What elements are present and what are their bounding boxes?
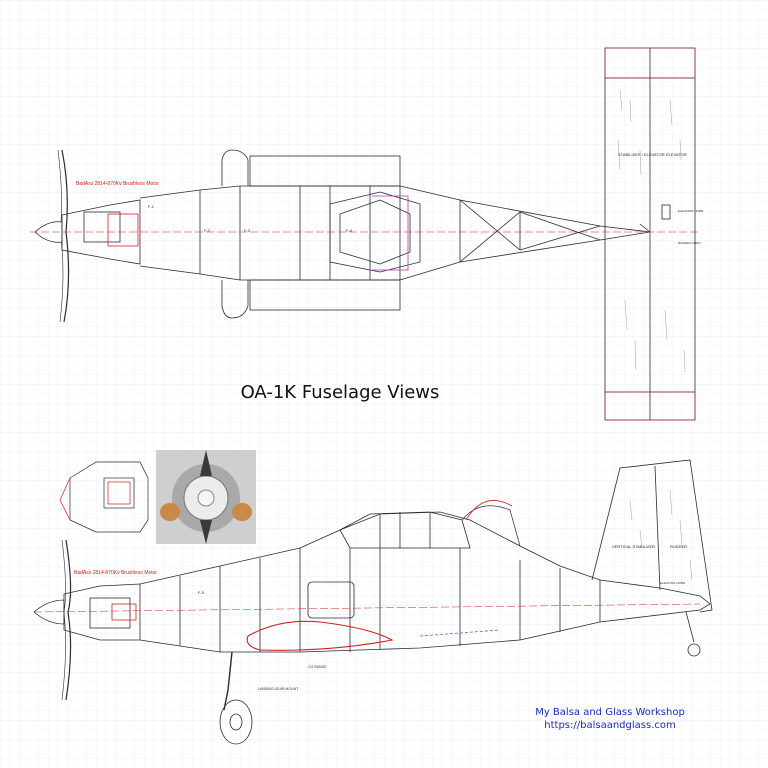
workshop-url[interactable]: https://balsaandglass.com [544,720,676,731]
side-f5-label: F-5 [198,590,205,595]
elevator-horn-label: ELEVATOR HORN [678,209,703,213]
landing-gear-mount-label: LANDING GEAR MOUNT [258,687,299,691]
stab-elevator-label: STABILIZER / ELEVATOR [618,152,665,157]
bulkhead-f3-label: F-3 [244,228,251,233]
cowl-inset [59,461,149,533]
wing-airfoil [246,620,394,651]
top-stabilizer [604,47,696,421]
page-title: OA-1K Fuselage Views [240,382,440,403]
top-propeller [61,149,70,323]
vertical-stabilizer-label: VERTICAL STABILIZER [612,544,655,549]
rudder-label: RUDDER [670,544,687,549]
motor-label-top: BadAss 2814-870Kv Brushless Motor [76,181,159,187]
top-view [30,149,700,323]
rudder-horn-label: RUDDER HORN [678,241,701,245]
workshop-credit: My Balsa and Glass Workshop [535,707,685,718]
side-view [33,459,713,745]
cg-range-label: CG RANGE [308,665,327,669]
elevator-horn-side-label: ELEVATOR HORN [660,581,685,585]
side-propeller [65,539,72,701]
bulkhead-f4-label: F-4 [346,228,353,233]
bulkhead-f2-label: F-2 [204,228,211,233]
motor-label-side: BadAss 2814-870Kv Brushless Motor [74,570,157,576]
engine-photo [156,450,256,544]
elevator-label: ELEVATOR [666,152,687,157]
bulkhead-f1-label: F-1 [148,204,155,209]
